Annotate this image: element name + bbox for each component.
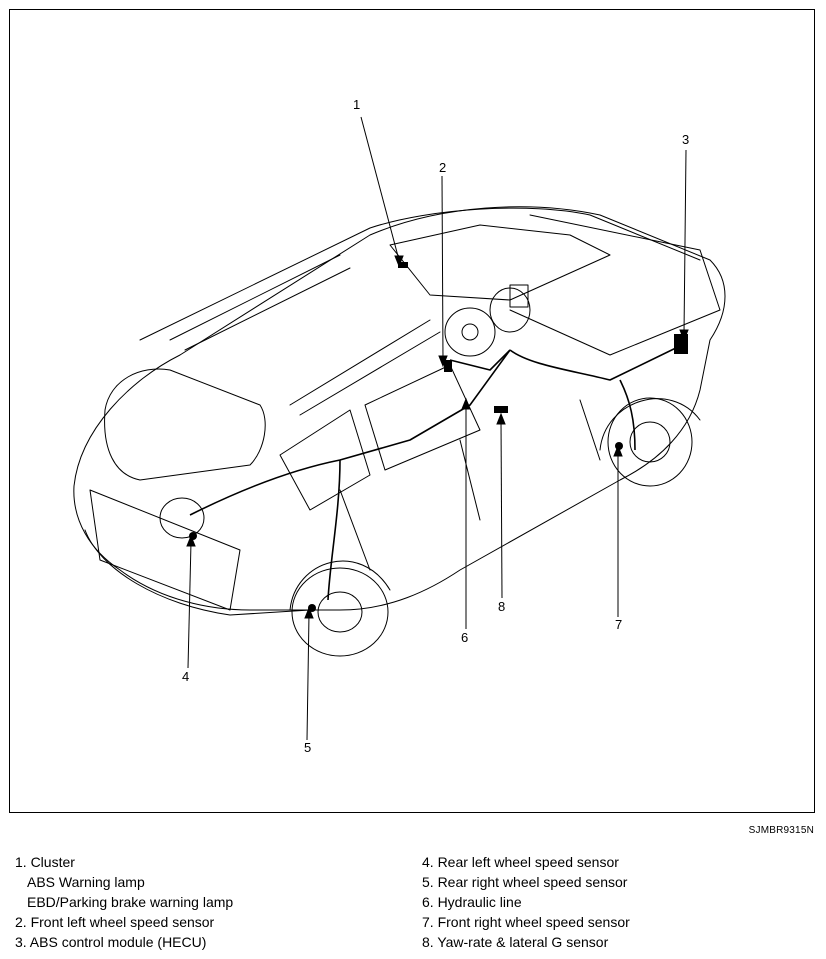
callout-6: 6 bbox=[461, 630, 469, 645]
harness-dash bbox=[449, 349, 511, 371]
rear-window bbox=[104, 368, 266, 481]
harness-front-right bbox=[619, 379, 636, 451]
legend-item: 5. Rear right wheel speed sensor bbox=[422, 874, 628, 890]
figure-code: SJMBR9315N bbox=[748, 825, 814, 836]
roof-rail-right bbox=[289, 319, 441, 416]
leader-5 bbox=[306, 613, 310, 741]
legend-item: 3. ABS control module (HECU) bbox=[15, 934, 207, 950]
legend-left: 1. Cluster ABS Warning lamp EBD/Parking … bbox=[15, 852, 233, 952]
callout-3: 3 bbox=[682, 132, 690, 147]
door-line bbox=[339, 399, 601, 571]
callout-7: 7 bbox=[615, 617, 623, 632]
legend-subitem: ABS Warning lamp bbox=[27, 874, 145, 890]
windshield bbox=[389, 224, 611, 301]
rear-right-wheel bbox=[291, 567, 389, 657]
bumper bbox=[84, 529, 311, 616]
hecu-module bbox=[674, 334, 688, 354]
cluster-unit bbox=[398, 262, 408, 268]
front-right-wheel-arch bbox=[599, 398, 701, 451]
leader-4 bbox=[187, 541, 192, 669]
callout-5: 5 bbox=[304, 740, 312, 755]
harness-rear bbox=[189, 349, 511, 516]
legend-right: 4. Rear left wheel speed sensor 5. Rear … bbox=[422, 852, 630, 952]
roof-rail-left bbox=[169, 254, 351, 351]
legend-item: 4. Rear left wheel speed sensor bbox=[422, 854, 619, 870]
rear-left-hub bbox=[159, 497, 205, 539]
legend-item: 1. Cluster bbox=[15, 854, 75, 870]
callout-4: 4 bbox=[182, 669, 190, 684]
leader-1 bbox=[360, 116, 400, 261]
legend-item: 6. Hydraulic line bbox=[422, 894, 522, 910]
yaw-rate-sensor bbox=[494, 406, 508, 413]
diagram-frame: 1 2 3 4 5 6 7 8 bbox=[9, 9, 815, 813]
tailgate bbox=[89, 489, 241, 611]
car-body-outline bbox=[73, 206, 726, 611]
legend-item: 8. Yaw-rate & lateral G sensor bbox=[422, 934, 609, 950]
legend-item: 2. Front left wheel speed sensor bbox=[15, 914, 215, 930]
roof-outline bbox=[139, 207, 701, 341]
hood bbox=[509, 214, 721, 356]
hydraulic-line bbox=[509, 344, 683, 381]
front-left-sensor bbox=[444, 360, 452, 372]
harness-rear-right bbox=[327, 459, 341, 601]
vehicle-drawing bbox=[73, 116, 726, 741]
callout-1: 1 bbox=[353, 97, 361, 112]
steering-wheel bbox=[444, 307, 496, 357]
legend-subitem: EBD/Parking brake warning lamp bbox=[27, 894, 234, 910]
callout-8: 8 bbox=[498, 599, 506, 614]
side-window-front bbox=[364, 364, 481, 471]
leader-2 bbox=[441, 175, 444, 361]
legend-item: 7. Front right wheel speed sensor bbox=[422, 914, 630, 930]
front-right-wheel bbox=[607, 397, 693, 487]
callout-2: 2 bbox=[439, 160, 447, 175]
leader-8 bbox=[500, 419, 503, 599]
side-window-rear bbox=[279, 409, 371, 511]
leader-3 bbox=[683, 149, 687, 335]
